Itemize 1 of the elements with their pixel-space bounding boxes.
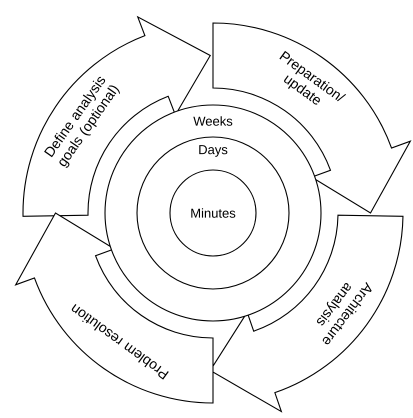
ring: Minutes [169, 169, 257, 257]
